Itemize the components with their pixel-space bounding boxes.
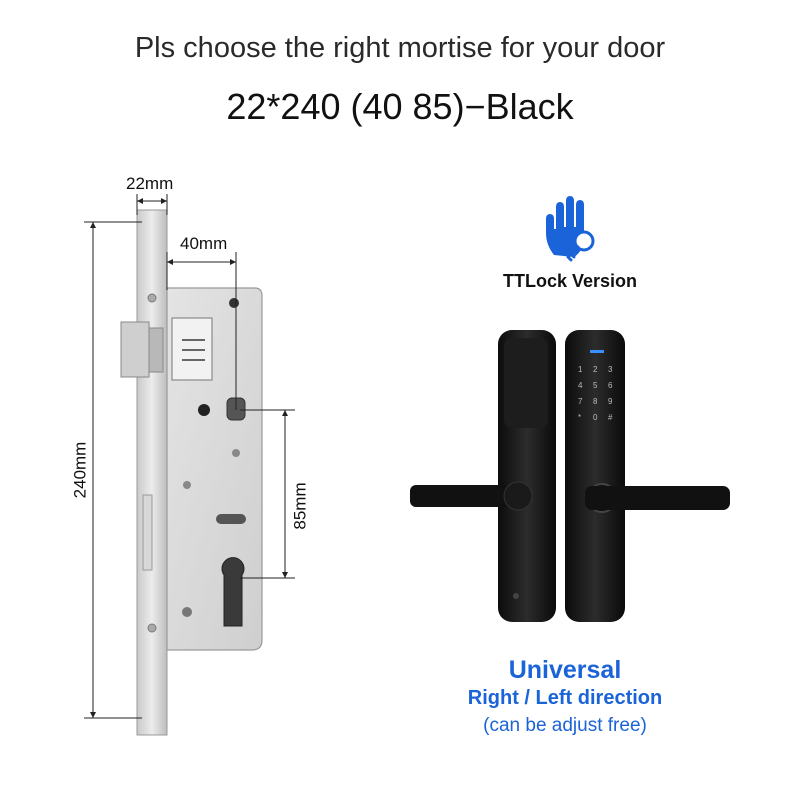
center-distance-label: 85mm <box>290 482 310 530</box>
svg-text:9: 9 <box>608 397 613 406</box>
front-panel <box>565 330 625 622</box>
faceplate-width-label: 22mm <box>126 174 174 193</box>
faceplate <box>136 209 168 736</box>
smart-lock-illustration: 1 2 3 4 5 6 7 8 9 * 0 # <box>410 330 730 622</box>
backset-label: 40mm <box>180 234 228 253</box>
svg-text:1: 1 <box>578 365 583 374</box>
ttlock-label: TTLock Version <box>502 271 638 291</box>
ttlock-badge: TTLock Version <box>480 195 660 292</box>
svg-text:5: 5 <box>593 381 598 390</box>
svg-text:6: 6 <box>608 381 613 390</box>
universal-label: Universal <box>508 656 622 684</box>
latch-bolt <box>120 321 150 378</box>
svg-text:7: 7 <box>578 397 583 406</box>
svg-text:0: 0 <box>593 413 598 422</box>
height-label: 240mm <box>70 441 90 499</box>
svg-text:8: 8 <box>593 397 598 406</box>
hand-key-icon <box>546 196 595 262</box>
svg-text:#: # <box>608 413 613 422</box>
adjust-note: (can be adjust free) <box>483 715 647 736</box>
direction-info: Universal Right / Left direction (can be… <box>430 656 700 737</box>
svg-text:*: * <box>578 413 581 422</box>
svg-text:2: 2 <box>593 365 598 374</box>
svg-text:3: 3 <box>608 365 613 374</box>
front-handle <box>585 486 730 510</box>
direction-label: Right / Left direction <box>467 687 663 709</box>
cylinder-hole <box>221 557 245 627</box>
product-title: 22*240 (40 85)−Black <box>226 86 574 127</box>
svg-text:4: 4 <box>578 381 583 390</box>
subtitle: Pls choose the right mortise for your do… <box>134 32 666 64</box>
